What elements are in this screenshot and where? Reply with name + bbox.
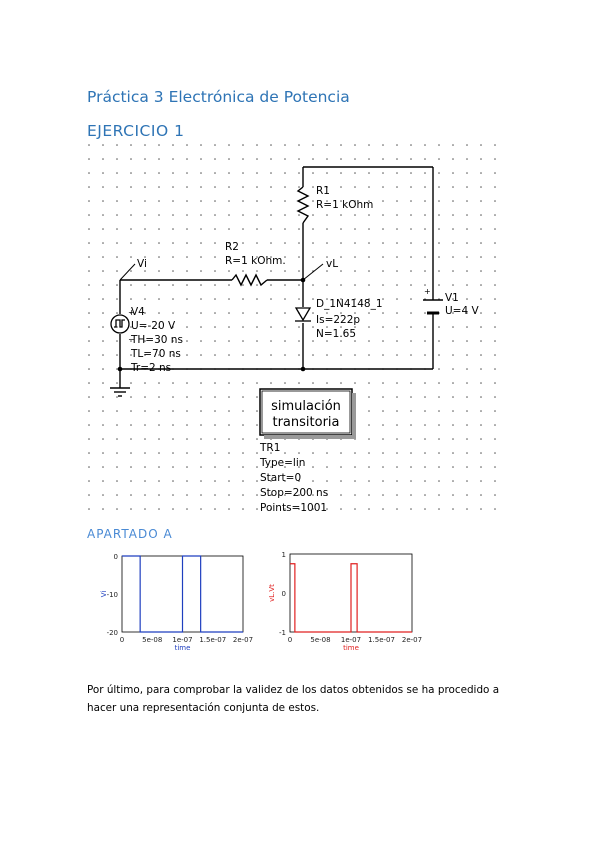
diode-name: D_1N4148_1	[316, 298, 383, 310]
v1-u: U=4 V	[445, 305, 480, 317]
ground-icon	[110, 387, 130, 397]
sim-box-line2: transitoria	[272, 415, 339, 430]
plot-vi: 0 5e-08 1e-07 1.5e-07 2e-07 0 -10 -20 time Vi	[100, 553, 253, 652]
tr-name: TR1	[259, 442, 280, 454]
section-heading: APARTADO A	[87, 527, 173, 541]
circuit-schematic: + + − R1 R=1 kOhm R2 R=1 kOhm. Vi vL V4 …	[87, 143, 497, 519]
x-tick-label: 0	[288, 636, 292, 644]
v4-name: V4	[131, 306, 145, 318]
plot-vi-series	[122, 555, 243, 633]
x-tick-label: 1e-07	[172, 636, 192, 644]
tr-type: Type=lin	[259, 457, 305, 469]
y-tick-label: 0	[114, 553, 118, 561]
x-tick-label: 5e-08	[310, 636, 330, 644]
v4-tl: TL=70 ns	[130, 348, 181, 360]
v1-name: V1	[445, 292, 459, 304]
y-tick-label: -20	[107, 629, 118, 637]
x-axis-label: time	[343, 644, 359, 652]
v4-tr: Tr=2 ns	[130, 362, 171, 374]
resistor-r1-icon	[296, 186, 310, 224]
y-axis-label: vL.Vt	[268, 584, 276, 602]
svg-text:+: +	[128, 308, 135, 317]
svg-text:−: −	[128, 335, 135, 344]
plot-vi-labels: 0 5e-08 1e-07 1.5e-07 2e-07 0 -10 -20 time Vi	[100, 553, 253, 652]
x-tick-label: 2e-07	[402, 636, 422, 644]
exercise-heading: EJERCICIO 1	[87, 122, 185, 140]
r1-value: R=1 kOhm	[316, 199, 373, 211]
x-tick-label: 1.5e-07	[199, 636, 226, 644]
paragraph-line-1: Por último, para comprobar la validez de…	[87, 684, 500, 696]
series-line	[122, 555, 243, 633]
node-vi-label: Vi	[137, 258, 147, 270]
v4-u: U=-20 V	[131, 320, 176, 332]
series-line	[290, 563, 412, 633]
y-tick-label: 0	[282, 590, 286, 598]
sim-box-line1: simulación	[271, 399, 341, 414]
tr-points: Points=1001	[260, 502, 327, 514]
pulse-source-icon	[110, 314, 130, 334]
grid-background	[87, 143, 497, 519]
x-axis-label: time	[175, 644, 191, 652]
diode-is: Is=222p	[316, 314, 360, 326]
document-title: Práctica 3 Electrónica de Potencia	[87, 88, 350, 106]
node-vl-label: vL	[326, 258, 338, 270]
y-axis-label: Vi	[100, 591, 108, 598]
r2-name: R2	[225, 241, 239, 253]
tr-start: Start=0	[260, 472, 301, 484]
r2-value: R=1 kOhm.	[225, 255, 286, 267]
diode-icon	[294, 307, 312, 322]
tr-stop: Stop=200 ns	[260, 487, 328, 499]
diode-n: N=1.65	[316, 328, 356, 340]
x-tick-label: 1.5e-07	[368, 636, 395, 644]
node-dot	[117, 366, 123, 372]
x-tick-label: 5e-08	[142, 636, 162, 644]
resistor-r2-icon	[231, 273, 268, 287]
y-tick-label: 1	[282, 551, 286, 559]
node-dot	[300, 366, 306, 372]
plot-vl-series	[290, 563, 412, 633]
svg-text:+: +	[424, 287, 431, 296]
x-tick-label: 2e-07	[233, 636, 253, 644]
paragraph-line-2: hacer una representación conjunta de est…	[87, 702, 320, 714]
simulation-box: simulación transitoria	[259, 388, 356, 439]
x-tick-label: 0	[120, 636, 124, 644]
y-tick-label: -10	[107, 591, 118, 599]
v4-th: TH=30 ns	[130, 334, 183, 346]
wires	[119, 166, 434, 388]
r1-name: R1	[316, 185, 330, 197]
x-tick-label: 1e-07	[341, 636, 361, 644]
y-tick-label: -1	[279, 629, 286, 637]
battery-v1-icon	[423, 296, 443, 320]
